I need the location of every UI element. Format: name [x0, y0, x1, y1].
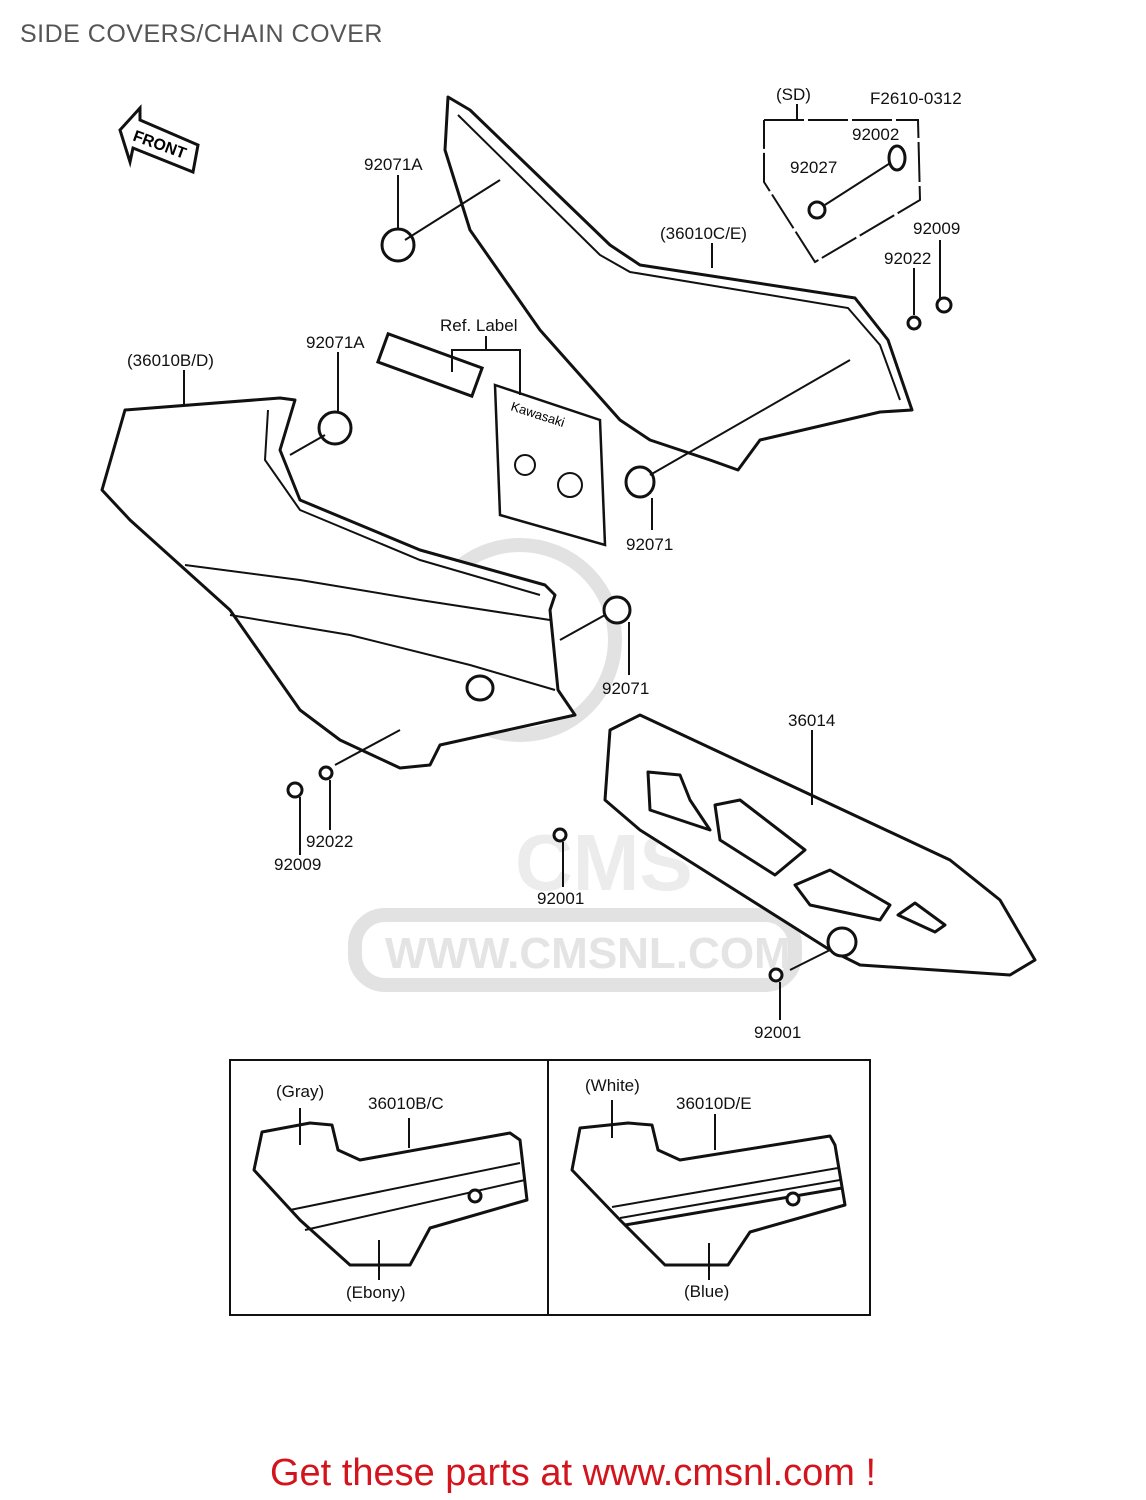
- callout-92071: 92071: [626, 535, 673, 554]
- front-arrow-icon: FRONT: [118, 104, 200, 175]
- variant-part-number: 36010B/C: [368, 1094, 444, 1113]
- nut-92027: [807, 200, 827, 220]
- variant-lower-color: (Ebony): [346, 1283, 406, 1302]
- bolt: [286, 296, 953, 983]
- grommet: [465, 674, 495, 702]
- callout-92071A: 92071A: [364, 155, 423, 174]
- watermark-text: WWW.CMSNL.COM: [385, 929, 791, 978]
- callout-36014: 36014: [788, 711, 835, 730]
- grommet: [624, 465, 656, 499]
- variant-lower-color: (Blue): [684, 1282, 729, 1301]
- variant-upper-color: (White): [585, 1076, 640, 1095]
- collar: [826, 926, 858, 958]
- callout-36010CE: (36010C/E): [660, 224, 747, 243]
- variant-part-number: 36010D/E: [676, 1094, 752, 1113]
- variant-white-blue: (White) 36010D/E (Blue): [570, 1076, 847, 1301]
- watermark-logo: WWW.CMSNL.COM CMS: [348, 538, 802, 992]
- callout-92027: 92027: [790, 158, 837, 177]
- grommet: [317, 410, 353, 446]
- callout-92009: 92009: [913, 219, 960, 238]
- washer: [318, 315, 922, 781]
- page-title: SIDE COVERS/CHAIN COVER: [20, 20, 383, 48]
- leader-lines: [183, 175, 941, 1020]
- chain-cover: [603, 713, 1037, 977]
- callout-92002: 92002: [852, 125, 899, 144]
- callout-92022: 92022: [884, 249, 931, 268]
- cta-link[interactable]: Get these parts at www.cmsnl.com !: [269, 1452, 877, 1494]
- side-cover-right: [443, 95, 914, 472]
- variant-upper-color: (Gray): [276, 1082, 324, 1101]
- diagram-code: F2610-0312: [870, 89, 962, 108]
- color-variants-box: (Gray) 36010B/C (Ebony) (White) 36010D/E…: [229, 1059, 871, 1316]
- callout-92071: 92071: [602, 679, 649, 698]
- callout-92001: 92001: [754, 1023, 801, 1042]
- sd-group-label: (SD): [776, 85, 811, 104]
- ref-label-strip: [375, 331, 485, 399]
- callout-92001: 92001: [537, 889, 584, 908]
- ref-label-callout: Ref. Label: [440, 316, 518, 335]
- callout-92071A: 92071A: [306, 333, 365, 352]
- bolt-92002: [887, 144, 907, 172]
- grommet: [602, 595, 632, 625]
- side-cover-left: [100, 396, 577, 770]
- callout-92022: 92022: [306, 832, 353, 851]
- grommet: [380, 227, 416, 263]
- kawasaki-decal: Kawasaki: [493, 383, 607, 547]
- callout-36010BD: (36010B/D): [127, 351, 214, 370]
- variant-gray-ebony: (Gray) 36010B/C (Ebony): [252, 1082, 529, 1302]
- callout-92009: 92009: [274, 855, 321, 874]
